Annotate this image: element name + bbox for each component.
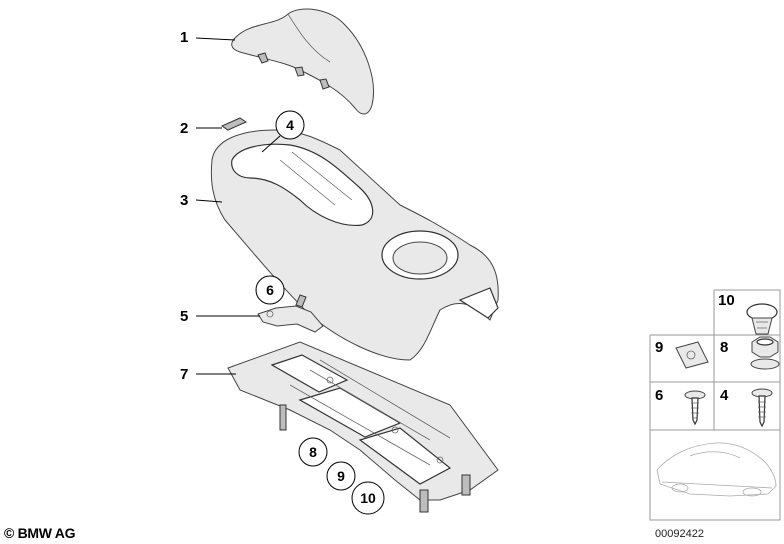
callout-9: 9 xyxy=(337,468,345,484)
diagram-code: 00092422 xyxy=(655,528,704,540)
callout-labels: 1 2 3 5 7 xyxy=(180,29,188,383)
leader-lines xyxy=(195,37,281,375)
callout-4: 4 xyxy=(286,117,294,133)
callout-6-circle xyxy=(255,275,285,305)
callout-10-circle xyxy=(351,481,385,515)
callout-7: 7 xyxy=(180,366,188,383)
clip-nut-icon xyxy=(675,341,709,369)
callout-4-circle xyxy=(275,110,305,140)
callout-10: 10 xyxy=(360,490,376,506)
callout-9-circle xyxy=(326,461,356,491)
push-clip-icon xyxy=(746,303,778,335)
callout-8-circle xyxy=(298,437,328,467)
grid-label-6: 6 xyxy=(655,387,663,404)
callout-6: 6 xyxy=(266,282,274,298)
copyright-text: © BMW AG xyxy=(4,525,76,541)
callout-3: 3 xyxy=(180,192,188,209)
vehicle-silhouette-icon xyxy=(656,442,777,497)
part-2-clip xyxy=(220,117,248,131)
callout-5: 5 xyxy=(180,308,188,325)
screw-icon-4 xyxy=(751,388,773,428)
part-7-carrier-plate xyxy=(227,341,499,513)
hex-nut-icon xyxy=(750,336,780,370)
grid-label-10: 10 xyxy=(718,292,735,309)
part-3-center-console xyxy=(210,129,499,361)
part-5-bracket xyxy=(257,294,324,333)
callout-2: 2 xyxy=(180,120,188,137)
callout-8: 8 xyxy=(309,444,317,460)
callout-1: 1 xyxy=(180,29,188,46)
hardware-grid: 10 9 8 6 4 xyxy=(649,289,781,521)
circled-callouts: 4 6 8 9 10 xyxy=(255,110,385,515)
grid-label-8: 8 xyxy=(720,339,728,356)
part-1-armrest-cover xyxy=(231,8,374,115)
screw-icon-6 xyxy=(684,390,706,426)
grid-label-4: 4 xyxy=(720,387,729,404)
grid-label-9: 9 xyxy=(655,339,663,356)
